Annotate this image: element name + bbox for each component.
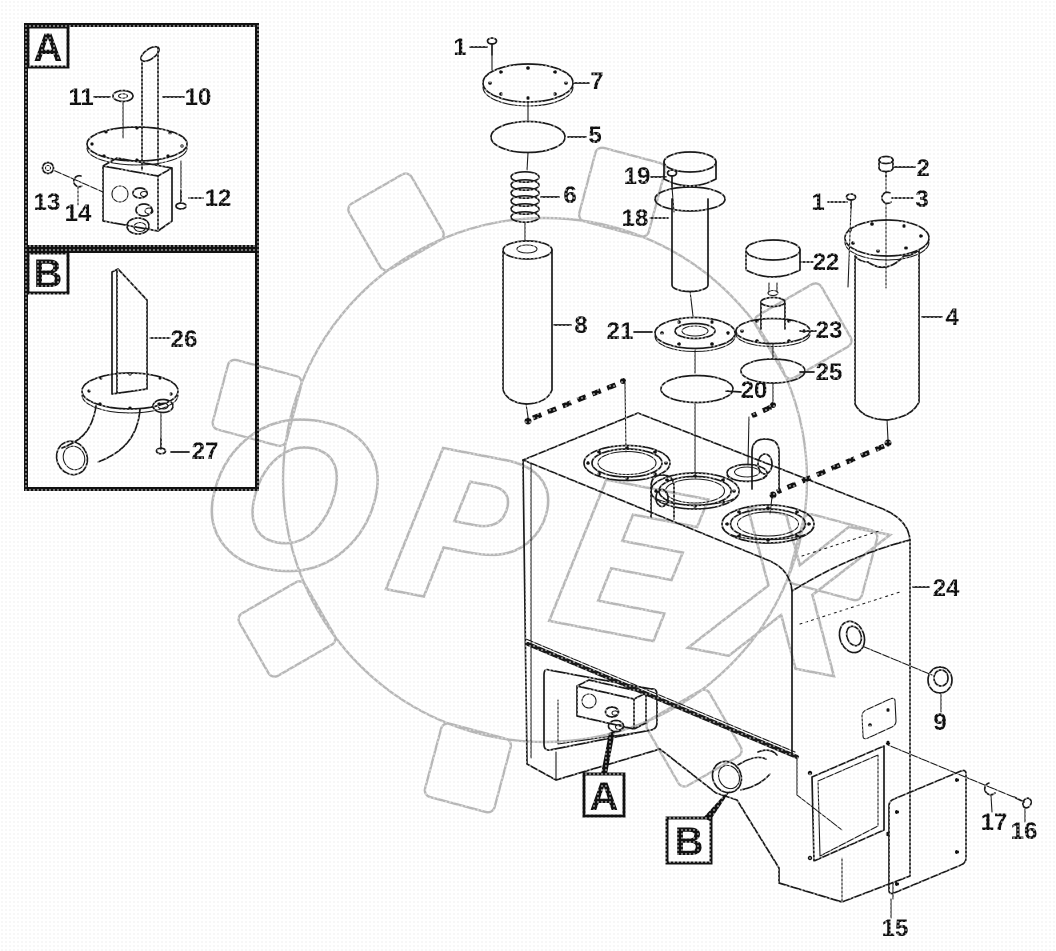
callout-18: 18	[622, 205, 649, 232]
callout-16: 16	[1011, 818, 1038, 845]
inset-b: B 26 27	[24, 249, 259, 491]
inset-a-letter: A	[34, 26, 63, 70]
callout-14: 14	[65, 200, 92, 227]
callout-25: 25	[816, 359, 843, 386]
callout-12: 12	[205, 185, 232, 212]
callout-9: 9	[933, 709, 946, 736]
callout-13: 13	[34, 189, 61, 216]
callout-17: 17	[981, 809, 1008, 836]
parts-column-left	[482, 37, 627, 453]
detail-pointer-b-letter: B	[675, 820, 704, 864]
watermark-text: OPEX	[186, 366, 905, 731]
inset-b-letter: B	[34, 252, 63, 296]
parts-column-breather	[735, 239, 811, 465]
callout-26: 26	[171, 326, 198, 353]
callout-5: 5	[588, 122, 601, 149]
callout-7: 7	[590, 68, 603, 95]
callout-1-left: 1	[453, 34, 466, 61]
callout-2: 2	[916, 155, 929, 182]
callout-3: 3	[915, 186, 928, 213]
callout-27: 27	[192, 438, 219, 465]
callout-24: 24	[933, 575, 960, 602]
spring-6	[510, 170, 540, 224]
callout-20: 20	[741, 377, 768, 404]
callout-8: 8	[574, 312, 587, 339]
tank-opening-left	[583, 444, 671, 482]
callout-19: 19	[624, 163, 651, 190]
callout-11: 11	[68, 84, 93, 111]
callout-labels: 1 7 5 6 8 19 18 21 20 22 23 25 2 3 1 4 2…	[453, 34, 1037, 942]
callout-21: 21	[607, 318, 634, 345]
parts-column-suction	[769, 155, 930, 515]
tank-body: A B	[522, 412, 1033, 919]
detail-pointer-a-letter: A	[590, 775, 619, 819]
callout-22: 22	[813, 249, 840, 276]
callout-1-right: 1	[811, 189, 824, 216]
inset-a: A 11 10 13 14 12	[24, 23, 259, 249]
callout-10: 10	[185, 84, 212, 111]
callout-23: 23	[816, 317, 843, 344]
parts-column-strainer	[654, 151, 736, 479]
callout-6: 6	[563, 182, 576, 209]
tank-opening-right	[721, 504, 815, 544]
callout-15: 15	[882, 915, 909, 942]
callout-4: 4	[945, 304, 959, 331]
